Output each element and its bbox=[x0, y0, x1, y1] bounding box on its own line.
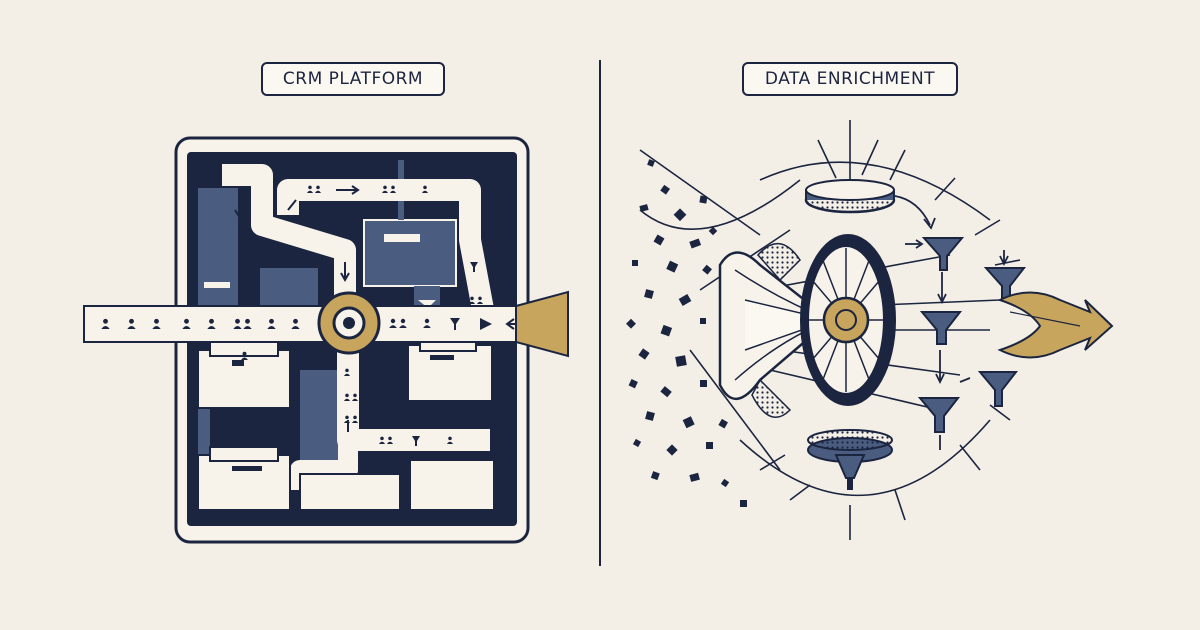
enriched-output-arrow bbox=[997, 291, 1114, 359]
enrichment-engine bbox=[626, 120, 1114, 540]
gold-inlet bbox=[515, 290, 569, 358]
drawer bbox=[407, 344, 493, 402]
sieve-top bbox=[804, 179, 896, 214]
drawer bbox=[409, 459, 495, 511]
main-conveyor bbox=[83, 305, 517, 343]
crm-machine bbox=[83, 136, 569, 544]
funnels bbox=[917, 237, 1027, 433]
crm-screen bbox=[363, 219, 457, 287]
panel-divider bbox=[599, 60, 601, 566]
crm-platform-label: CRM PLATFORM bbox=[261, 62, 445, 96]
file-drawers bbox=[197, 336, 495, 511]
sieve-bottom bbox=[807, 429, 893, 490]
data-enrichment-label: DATA ENRICHMENT bbox=[742, 62, 958, 96]
data-fragments bbox=[626, 159, 747, 507]
drawer bbox=[197, 454, 291, 511]
